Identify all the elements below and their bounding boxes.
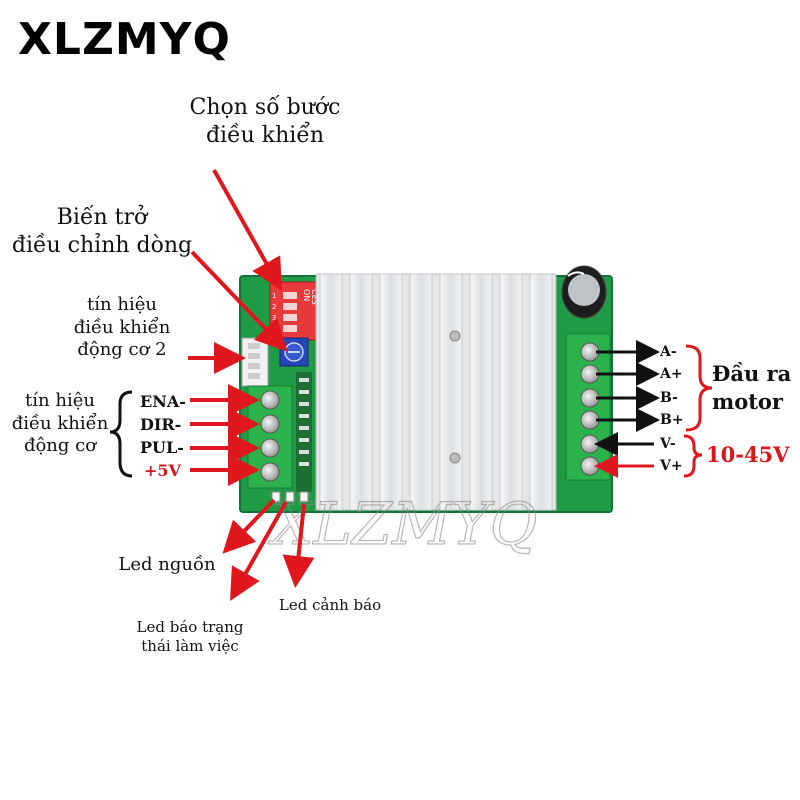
arrow-pot xyxy=(190,250,288,352)
label-output-line1: Đầu ra xyxy=(712,361,792,386)
motor-pin-b-minus: B- xyxy=(660,390,678,406)
annotation-arrows-red xyxy=(188,169,315,601)
motor-pin-a-minus: A- xyxy=(660,344,677,360)
pin-pul: PUL- xyxy=(140,438,184,457)
voltage-brace xyxy=(683,434,703,478)
label-signal: tín hiệu điều khiển động cơ xyxy=(2,390,118,458)
motor-pin-b-plus: B+ xyxy=(660,412,684,428)
dip-pos-3: 3 xyxy=(272,314,276,322)
ic-pins xyxy=(296,372,312,492)
dip-pos-4: 4 xyxy=(272,325,277,333)
label-led-power: Led nguồn xyxy=(118,554,216,575)
potentiometer xyxy=(279,337,309,367)
label-step-select: Chọn số bước điều khiển xyxy=(180,94,350,149)
pin-dir: DIR- xyxy=(140,415,182,434)
arrow-led-status xyxy=(230,501,288,601)
input-terminal-block xyxy=(247,385,293,489)
status-leds xyxy=(271,491,309,503)
label-potentiometer: Biến trở điều chỉnh dòng xyxy=(6,204,198,259)
watermark: XLZMYQ xyxy=(268,490,537,558)
heatsink xyxy=(315,273,557,511)
signal2-connector xyxy=(241,337,269,387)
label-sig-line2: điều khiển xyxy=(11,412,109,434)
label-step-select-line1: Chọn số bước xyxy=(189,95,341,120)
motor-pin-a-plus: A+ xyxy=(660,366,683,382)
label-led-status-line1: Led báo trạng xyxy=(136,618,244,636)
label-led-status: Led báo trạng thái làm việc xyxy=(120,618,260,656)
label-voltage: 10-45V xyxy=(706,442,790,467)
label-step-select-line2: điều khiển xyxy=(205,122,325,148)
label-sig2-line2: điều khiển xyxy=(73,316,171,338)
dip-on-label: ON xyxy=(302,289,311,301)
label-pot-line1: Biến trở xyxy=(56,205,148,230)
arrow-led-power xyxy=(222,498,276,554)
motor-pin-v-plus: V+ xyxy=(660,458,683,474)
pin-5v: +5V xyxy=(144,461,181,480)
label-sig-line1: tín hiệu xyxy=(25,390,95,411)
motor-pin-v-minus: V- xyxy=(660,436,676,452)
label-sig-line3: động cơ xyxy=(23,435,97,456)
label-signal2: tín hiệu điều khiển động cơ 2 xyxy=(52,294,192,362)
output-brace xyxy=(685,344,713,432)
label-sig2-line1: tín hiệu xyxy=(87,294,157,315)
motor-terminal-block xyxy=(565,333,611,481)
label-motor-output: Đầu ra motor xyxy=(712,360,791,417)
label-output-line2: motor xyxy=(712,389,783,415)
label-pot-line2: điều chỉnh dòng xyxy=(11,232,193,258)
arrow-led-warning xyxy=(282,503,315,588)
arrow-step-select xyxy=(212,169,282,291)
label-sig2-line3: động cơ 2 xyxy=(77,339,167,360)
dip-pos-1: 1 xyxy=(272,292,276,300)
label-led-status-line2: thái làm việc xyxy=(141,636,239,655)
dip-pos-2: 2 xyxy=(272,303,276,311)
label-led-warning: Led cảnh báo xyxy=(278,596,382,614)
pin-ena: ENA- xyxy=(140,392,186,411)
brand-title: XLZMYQ xyxy=(18,14,231,65)
dip-code-label: CES xyxy=(310,289,319,305)
output-arrows xyxy=(594,340,660,456)
left-brace xyxy=(109,390,133,478)
capacitor xyxy=(561,265,607,319)
